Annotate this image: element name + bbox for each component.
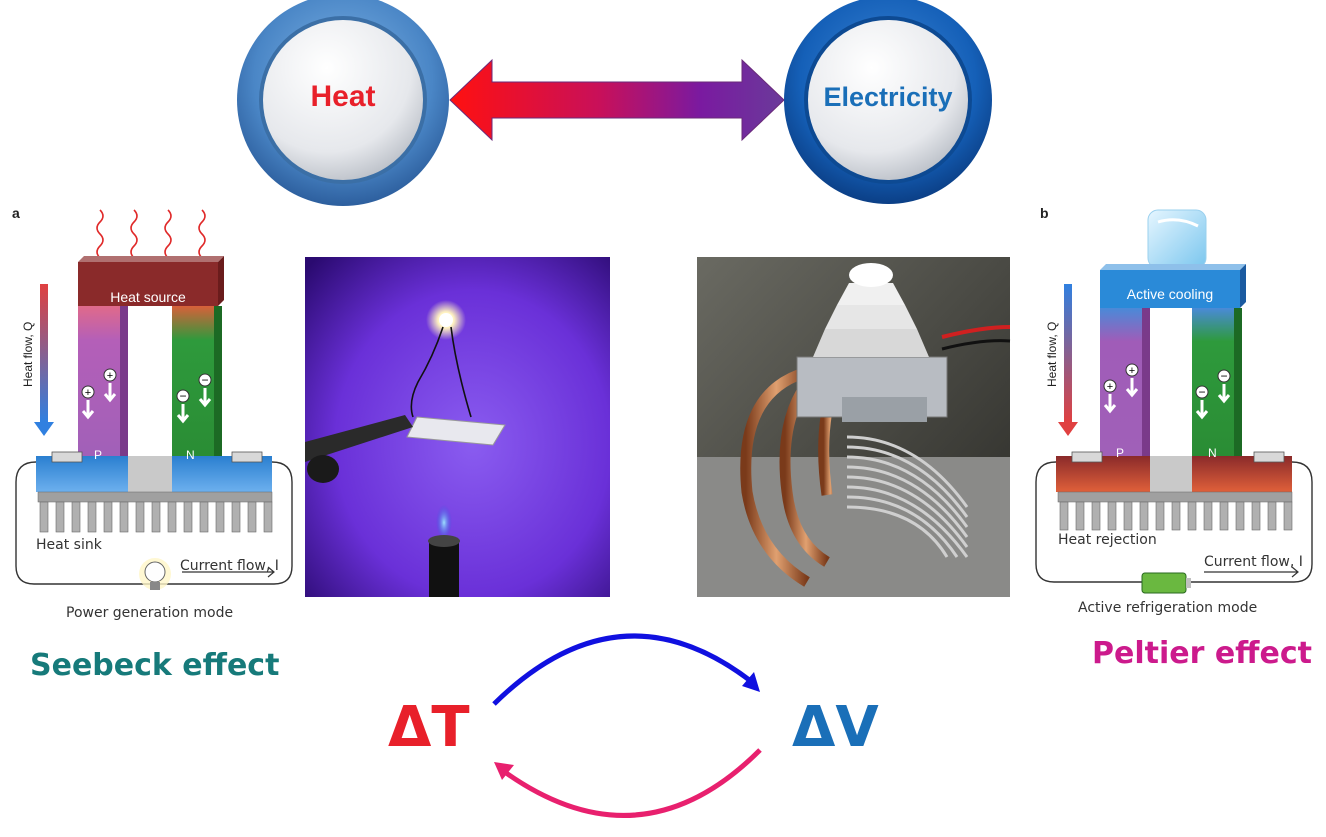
- heat-rejection-label: Heat rejection: [1058, 532, 1157, 548]
- seebeck-demo-photo: [305, 257, 610, 597]
- n-label-a: N: [186, 448, 195, 462]
- forward-arrow: [492, 633, 754, 706]
- heat-circle: [237, 0, 449, 206]
- bidirectional-arrow: [449, 58, 785, 142]
- current-flow-label-a: Current flow, I: [180, 558, 279, 574]
- n-carriers: − −: [176, 373, 212, 424]
- heat-flow-label-b: Heat flow, Q: [1045, 321, 1059, 387]
- p-carriers-b: + +: [1103, 363, 1139, 414]
- active-cooling-label: Active cooling: [1126, 286, 1214, 302]
- n-carriers-b: − −: [1195, 369, 1231, 420]
- n-label-b: N: [1208, 446, 1217, 460]
- p-carriers: + +: [81, 368, 117, 420]
- delta-t-label: ΔT: [388, 695, 470, 760]
- seebeck-effect-title: Seebeck effect: [30, 648, 280, 683]
- heat-electricity-banner: [237, 0, 992, 206]
- current-flow-label-b: Current flow, I: [1204, 554, 1303, 570]
- heat-flow-label-a: Heat flow, Q: [21, 321, 35, 387]
- svg-text:+: +: [1107, 381, 1113, 393]
- heat-rejection-fins: [1059, 501, 1293, 531]
- svg-text:−: −: [201, 373, 208, 387]
- backward-arrow: [500, 748, 762, 818]
- mode-label-b: Active refrigeration mode: [1078, 600, 1258, 616]
- heat-source-label: Heat source: [110, 289, 186, 305]
- svg-text:+: +: [107, 370, 113, 382]
- mode-label-a: Power generation mode: [66, 605, 234, 621]
- heat-waves: [96, 209, 206, 259]
- seebeck-diagram: + + − −: [15, 209, 293, 590]
- svg-text:−: −: [179, 389, 186, 403]
- delta-v-label: ΔV: [792, 695, 879, 760]
- battery-icon: [1141, 572, 1191, 594]
- cycle-arrows: [492, 633, 762, 818]
- panel-b-letter: b: [1040, 205, 1049, 221]
- svg-text:+: +: [1129, 365, 1135, 377]
- electricity-label: Electricity: [823, 82, 953, 112]
- electricity-circle: [784, 0, 992, 204]
- svg-text:−: −: [1198, 385, 1205, 399]
- heat-sink-label: Heat sink: [36, 537, 102, 553]
- ice-cube-icon: [1147, 209, 1207, 269]
- svg-text:−: −: [1220, 369, 1227, 383]
- peltier-cooler-photo: [697, 257, 1011, 597]
- heat-label: Heat: [310, 80, 376, 113]
- p-label-b: P: [1116, 446, 1125, 460]
- heat-sink-fins: [39, 501, 273, 533]
- light-bulb-icon: [139, 558, 171, 590]
- p-label-a: P: [94, 448, 103, 462]
- panel-a-letter: a: [12, 205, 20, 221]
- svg-text:+: +: [85, 387, 91, 399]
- peltier-effect-title: Peltier effect: [1092, 636, 1312, 671]
- peltier-diagram: + + − −: [1035, 209, 1313, 594]
